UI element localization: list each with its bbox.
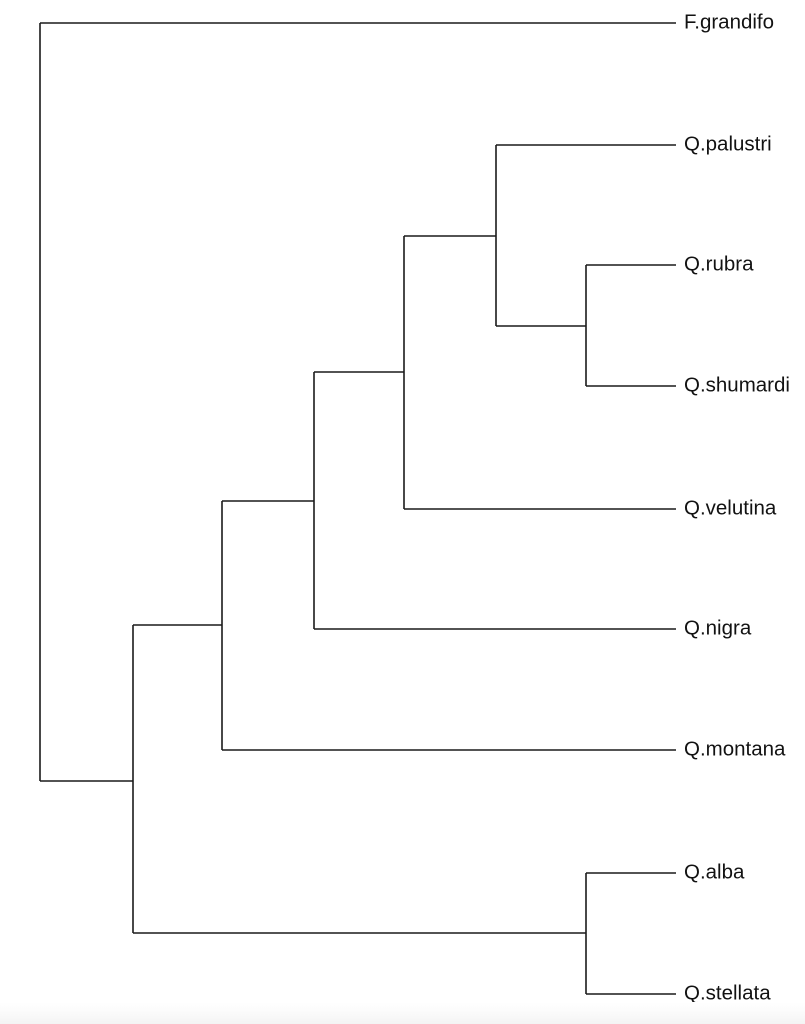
tip-label-q-velutina: Q.velutina bbox=[684, 496, 777, 519]
tip-label-q-montana: Q.montana bbox=[684, 737, 786, 760]
tip-label-q-shumardi: Q.shumardi bbox=[684, 373, 790, 396]
tip-label-q-alba: Q.alba bbox=[684, 860, 745, 883]
tip-label-f-grandifo: F.grandifo bbox=[684, 10, 774, 33]
tip-label-q-rubra: Q.rubra bbox=[684, 252, 754, 275]
tip-label-q-palustri: Q.palustri bbox=[684, 132, 772, 155]
tip-label-group: F.grandifoQ.palustriQ.rubraQ.shumardiQ.v… bbox=[684, 10, 790, 1004]
horizontal-connector-group bbox=[40, 235, 586, 934]
tip-label-q-nigra: Q.nigra bbox=[684, 616, 752, 639]
tip-branch-group bbox=[40, 22, 676, 995]
tip-label-q-stellata: Q.stellata bbox=[684, 981, 771, 1004]
